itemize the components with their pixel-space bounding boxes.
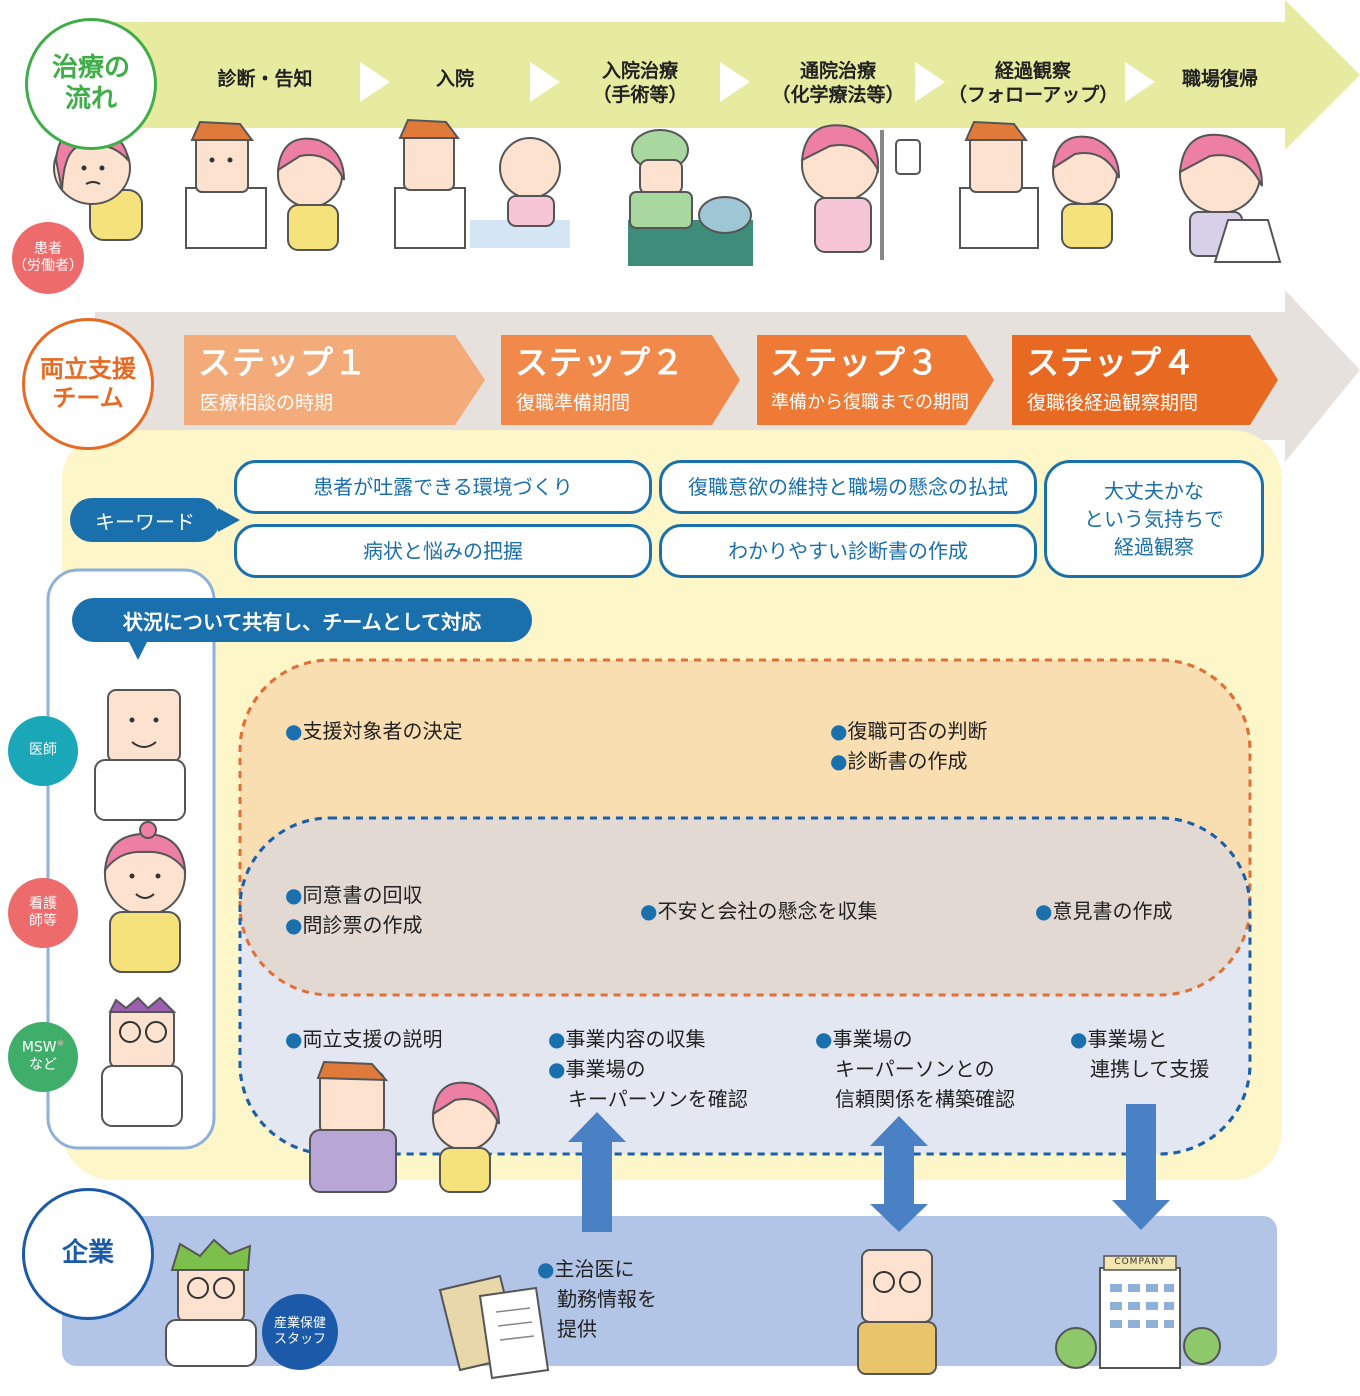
role-msw-footnote-mark: ※ [56, 1039, 65, 1050]
flow-step-admission: 入院 [435, 68, 474, 90]
step1-title: ステップ１ [198, 343, 368, 382]
follow-up-consult-illustration [959, 120, 1120, 249]
step3-subtitle: 準備から復職までの期間 [771, 392, 969, 413]
role-msw-suffix: など [29, 1057, 57, 1074]
flow-circle-label: 治療の 流れ [25, 18, 157, 150]
company-circle-label: 企業 [22, 1188, 154, 1320]
keyword-certificate: わかりやすい診断書の作成 [659, 524, 1037, 578]
keyword-observation: 大丈夫かな という気持ちで 経過観察 [1044, 460, 1264, 578]
doctor-illustration [94, 689, 186, 821]
role-nurse-badge: 看護 師等 [8, 878, 78, 948]
keyword-motivation: 復職意欲の維持と職場の懸念の払拭 [659, 460, 1037, 514]
bullet-icon: ● [285, 1027, 303, 1051]
msw-item-workplace-3: ●事業場と [1070, 1027, 1168, 1051]
doctor-item-certificate: ●診断書の作成 [830, 749, 968, 773]
bullet-icon: ● [1035, 899, 1053, 923]
step4-title: ステップ４ [1026, 343, 1196, 382]
doctor-item-target-decision: ●支援対象者の決定 [285, 719, 463, 743]
nurse-item-consent: ●同意書の回収 [285, 883, 423, 907]
msw-item-workplace-2: ●事業場の [815, 1027, 913, 1051]
bullet-icon: ● [548, 1027, 566, 1051]
bullet-icon: ● [640, 899, 658, 923]
hospital-admission-illustration [394, 118, 570, 249]
chevron-icon [915, 62, 945, 102]
iv-drip-illustration [800, 124, 921, 260]
msw-illustration [101, 996, 183, 1127]
company-info-1: ●主治医に [537, 1257, 635, 1281]
flow-step-diagnosis: 診断・告知 [217, 68, 313, 90]
share-banner: 状況について共有し、チームとして対応 [72, 598, 532, 642]
company-building-illustration [1055, 1255, 1221, 1369]
step3-arrow [757, 335, 994, 425]
chevron-icon [1125, 62, 1155, 102]
keyperson-illustration [857, 1249, 937, 1375]
role-doctor-badge: 医師 [8, 716, 78, 786]
msw-item-collaborative-support: 連携して支援 [1070, 1057, 1210, 1081]
role-msw-label: MSW [21, 1039, 57, 1056]
company-sign: COMPANY [1114, 1257, 1166, 1267]
step1-arrow [184, 335, 485, 425]
nurse-region [240, 818, 1250, 995]
company-band [62, 1216, 1277, 1366]
bullet-icon: ● [285, 883, 303, 907]
role-msw-badge: MSW※ など [8, 1022, 78, 1092]
step2-arrow [501, 335, 740, 425]
nurse-item-collect-concerns: ●不安と会社の懸念を収集 [640, 899, 878, 923]
bullet-icon: ● [830, 749, 848, 773]
msw-item-workplace: ●事業場の [548, 1057, 646, 1081]
bullet-icon: ● [537, 1257, 555, 1281]
company-info-3: 提供 [537, 1317, 597, 1341]
arrow-updown-icon [870, 1116, 928, 1232]
patient-badge: 患者 （労働者） [12, 222, 84, 294]
msw-item-trust-building: 信頼関係を構築確認 [815, 1087, 1015, 1111]
doctor-patient-consult-illustration [185, 120, 345, 251]
bullet-icon: ● [548, 1057, 566, 1081]
keyword-symptoms: 病状と悩みの把握 [234, 524, 652, 578]
flow-step-outpatient-treatment: 通院治療 （化学療法等） [771, 60, 905, 106]
step2-title: ステップ２ [515, 343, 685, 382]
msw-item-business-info: ●事業内容の収集 [548, 1027, 706, 1051]
surgery-illustration [628, 129, 753, 266]
bullet-icon: ● [285, 913, 303, 937]
step3-title: ステップ３ [770, 343, 940, 382]
chevron-icon [530, 62, 560, 102]
bullet-icon: ● [285, 719, 303, 743]
flow-step-return-to-work: 職場復帰 [1181, 68, 1258, 90]
msw-item-confirm-keyperson: キーパーソンを確認 [548, 1087, 748, 1111]
bullet-icon: ● [815, 1027, 833, 1051]
msw-item-explanation: ●両立支援の説明 [285, 1027, 443, 1051]
documents-envelope-illustration [438, 1274, 550, 1380]
bullet-icon: ● [830, 719, 848, 743]
arrow-down-icon [1112, 1104, 1170, 1230]
arrow-up-icon [568, 1112, 626, 1232]
working-laptop-illustration [1178, 133, 1282, 263]
team-circle-label: 両立支援 チーム [22, 318, 154, 450]
nurse-item-questionnaire: ●問診票の作成 [285, 913, 423, 937]
step4-subtitle: 復職後経過観察期間 [1027, 392, 1199, 414]
occupational-health-staff-illustration [165, 1238, 257, 1367]
doctor-item-return-judgement: ●復職可否の判断 [830, 719, 988, 743]
flow-step-follow-up: 経過観察 （フォローアップ） [948, 60, 1119, 106]
nurse-illustration [103, 821, 187, 973]
chevron-icon [360, 62, 390, 102]
step1-subtitle: 医療相談の時期 [200, 392, 334, 414]
bullet-icon: ● [1070, 1027, 1088, 1051]
nurse-item-opinion: ●意見書の作成 [1035, 899, 1173, 923]
keyword-label: キーワード [70, 498, 220, 542]
step4-arrow [1012, 335, 1278, 425]
occupational-health-staff-badge: 産業保健 スタッフ [262, 1294, 338, 1370]
step2-subtitle: 復職準備期間 [516, 392, 631, 414]
chevron-icon [720, 62, 750, 102]
keyword-environment: 患者が吐露できる環境づくり [234, 460, 652, 514]
explanation-scene-illustration [309, 1060, 500, 1193]
flow-step-inpatient-treatment: 入院治療 （手術等） [592, 60, 688, 106]
company-info-2: 勤務情報を [537, 1287, 657, 1311]
msw-item-keyperson-with: キーパーソンとの [815, 1057, 995, 1081]
